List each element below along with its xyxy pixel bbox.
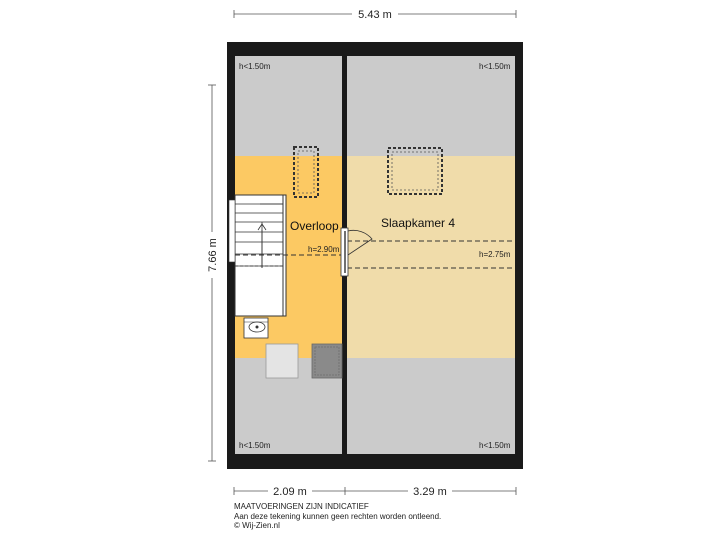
slaapkamer-height: h=2.75m	[479, 250, 511, 259]
overloop-height: h=2.90m	[308, 245, 340, 254]
overloop-label: Overloop	[290, 219, 339, 233]
total-width-label: 5.43 m	[358, 9, 392, 21]
footer-copyright: © Wij-Zien.nl	[234, 521, 280, 531]
left-low-ceiling-top	[235, 56, 342, 156]
right-low-ceiling-bottom	[347, 358, 515, 454]
footer-notes: MAATVOERINGEN ZIJN INDICATIEF Aan deze t…	[234, 502, 441, 531]
footer-disclaimer-text: Aan deze tekening kunnen geen rechten wo…	[234, 511, 442, 521]
right-width-label: 3.29 m	[413, 486, 447, 498]
bottom-dimensions: 2.09 m 3.29 m	[233, 484, 517, 498]
skylight-left	[293, 146, 319, 198]
right-low-ceiling-top	[347, 56, 515, 156]
door	[340, 227, 373, 277]
slaapkamer-floor	[347, 156, 515, 358]
low-height-bottom-right: h<1.50m	[479, 441, 511, 450]
slaapkamer-label: Slaapkamer 4	[381, 216, 455, 230]
ventilation-unit	[311, 343, 343, 379]
skylight-right	[387, 147, 443, 195]
top-dimension: 5.43 m	[233, 6, 517, 22]
footer-disclaimer-title: MAATVOERINGEN ZIJN INDICATIEF	[234, 502, 369, 511]
inner-top-edge	[235, 52, 515, 56]
boiler-unit	[265, 343, 299, 379]
low-height-bottom-left: h<1.50m	[239, 441, 271, 450]
left-width-label: 2.09 m	[273, 486, 307, 498]
low-height-top-left: h<1.50m	[239, 62, 271, 71]
washbasin	[243, 317, 269, 339]
low-height-top-right: h<1.50m	[479, 62, 511, 71]
left-dimension: 7.66 m	[204, 84, 220, 462]
total-depth-label: 7.66 m	[207, 238, 219, 272]
